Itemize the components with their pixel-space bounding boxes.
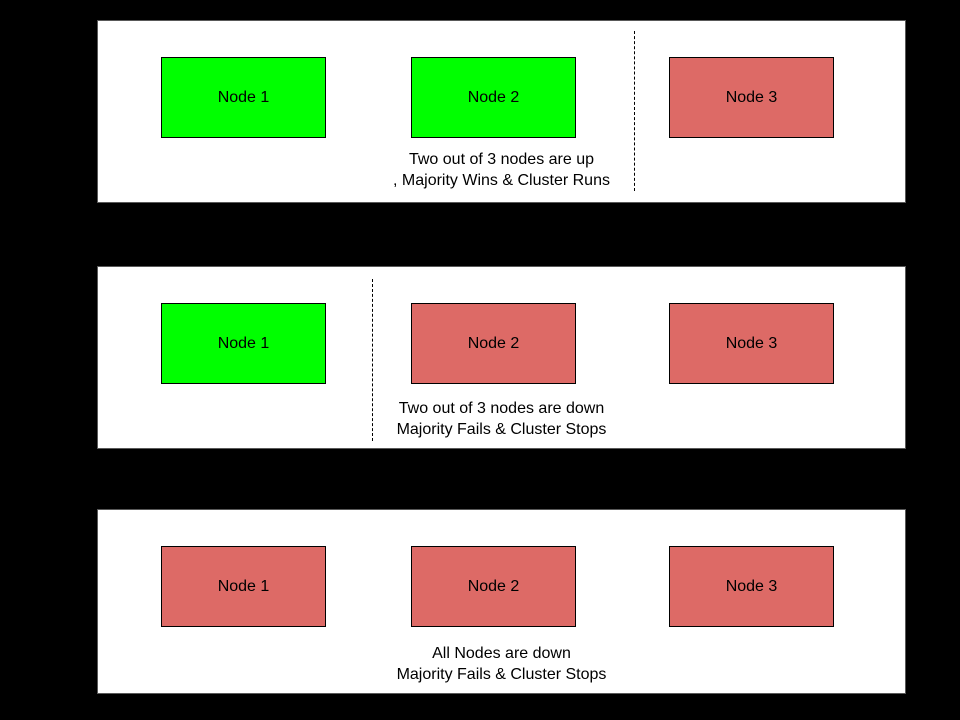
node-label: Node 2 [467,88,520,106]
node-label: Node 3 [725,334,778,352]
node-label: Node 3 [725,88,778,106]
node-box: Node 3 [669,303,834,384]
node-box: Node 1 [161,546,326,627]
scenario-panel-all-down: Node 1 Node 2 Node 3 All Nodes are down … [97,509,906,694]
scenario-caption: Two out of 3 nodes are down Majority Fai… [98,398,905,440]
caption-line: Two out of 3 nodes are up [408,151,594,168]
node-label: Node 2 [467,334,520,352]
node-box: Node 1 [161,57,326,138]
caption-line: Majority Fails & Cluster Stops [396,421,607,438]
caption-line: Majority Fails & Cluster Stops [396,666,607,683]
caption-line: All Nodes are down [432,645,571,662]
partition-divider-dashed-line [634,31,635,191]
scenario-panel-two-up: Node 1 Node 2 Node 3 Two out of 3 nodes … [97,20,906,203]
node-box: Node 3 [669,57,834,138]
node-label: Node 3 [725,577,778,595]
node-box: Node 2 [411,546,576,627]
node-box: Node 1 [161,303,326,384]
scenario-caption: All Nodes are down Majority Fails & Clus… [98,643,905,685]
node-label: Node 1 [217,88,270,106]
node-box: Node 2 [411,57,576,138]
node-box: Node 3 [669,546,834,627]
node-box: Node 2 [411,303,576,384]
scenario-caption: Two out of 3 nodes are up , Majority Win… [98,149,905,191]
node-label: Node 1 [217,334,270,352]
partition-divider-dashed-line [372,279,373,441]
caption-line: , Majority Wins & Cluster Runs [393,172,610,189]
scenario-panel-two-down: Node 1 Node 2 Node 3 Two out of 3 nodes … [97,266,906,449]
node-label: Node 2 [467,577,520,595]
node-label: Node 1 [217,577,270,595]
caption-line: Two out of 3 nodes are down [398,400,605,417]
